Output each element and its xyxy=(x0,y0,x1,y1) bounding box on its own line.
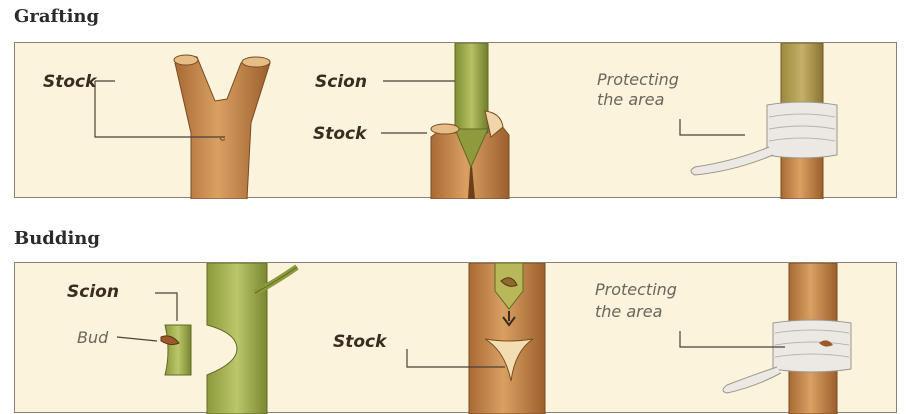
wrapped-bud-drawing xyxy=(723,263,851,414)
grafting-protecting-label-1: Protecting xyxy=(597,70,679,89)
budding-bud-label: Bud xyxy=(77,328,109,347)
grafting-scion-label: Scion xyxy=(315,72,367,92)
forked-stock-drawing xyxy=(174,55,270,199)
budding-protecting-label-2: the area xyxy=(595,302,662,321)
protecting-leader-line-grafting xyxy=(680,119,745,135)
budding-panel: Scion Bud Stock Protecting the area xyxy=(14,262,897,413)
grafting-panel: Stock Scion Stock Protecting the area xyxy=(14,42,897,198)
bud-chip-drawing xyxy=(161,325,191,375)
grafting-stock-label-mid: Stock xyxy=(313,124,368,144)
scion-into-stock-drawing xyxy=(431,43,509,199)
grafting-stock-label-left: Stock xyxy=(43,72,98,92)
budding-stock-label: Stock xyxy=(333,332,388,352)
budding-stock-branch-drawing xyxy=(207,263,297,414)
wrapped-graft-drawing xyxy=(691,43,837,199)
bud-leader-line xyxy=(117,337,157,341)
budding-scion-label: Scion xyxy=(67,282,119,302)
budding-protecting-label-1: Protecting xyxy=(595,280,677,299)
t-cut-stock-drawing xyxy=(469,263,545,414)
grafting-illustration: Stock Scion Stock Protecting the area xyxy=(15,43,898,199)
grafting-title: Grafting xyxy=(14,6,99,27)
budding-title: Budding xyxy=(14,228,100,249)
protecting-leader-line-budding xyxy=(680,331,785,347)
grafting-protecting-label-2: the area xyxy=(597,90,664,109)
scion-leader-line-budding xyxy=(155,293,177,321)
budding-illustration: Scion Bud Stock Protecting the area xyxy=(15,263,898,414)
